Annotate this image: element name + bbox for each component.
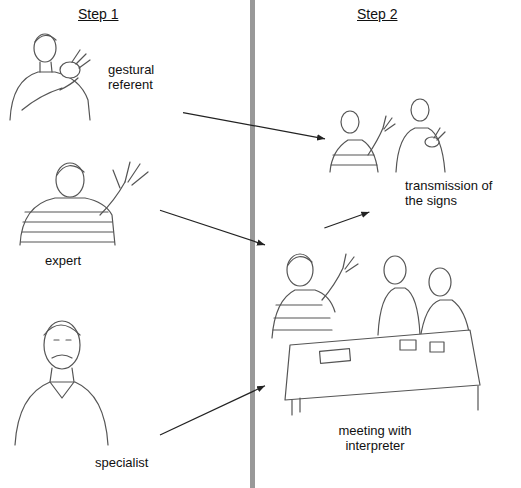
flow-arrow	[183, 113, 325, 139]
flow-arrow	[160, 210, 265, 245]
figure-node: transmission of the signs	[325, 90, 510, 212]
figure-label: specialist	[95, 455, 157, 470]
figure-label: meeting with interpreter	[315, 423, 435, 453]
flow-arrow	[160, 386, 265, 435]
meeting-scene	[272, 254, 480, 415]
step-heading: Step 1	[78, 6, 118, 22]
figure-node: specialist	[15, 300, 160, 480]
figure-label: transmission of the signs	[405, 178, 505, 208]
step-heading: Step 2	[357, 6, 397, 22]
flow-arrow	[324, 212, 369, 228]
expert-figure	[20, 162, 148, 245]
figure-node: gestural referent	[5, 30, 183, 125]
figure-node: meeting with interpreter	[265, 228, 485, 460]
specialist-figure	[15, 321, 108, 445]
signer-figure	[10, 34, 90, 120]
transmission-figures	[330, 99, 445, 172]
figure-label: expert	[45, 253, 105, 268]
divider-bar	[250, 0, 255, 488]
figure-label: gestural referent	[108, 62, 180, 92]
figure-node: expert	[15, 145, 160, 273]
